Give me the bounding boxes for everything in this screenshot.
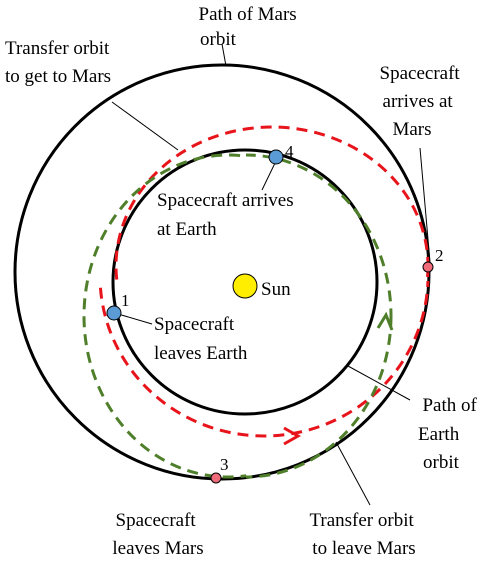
label-transfer-leave-mars: Transfer orbit to leave Mars xyxy=(309,510,418,559)
label-sun: Sun xyxy=(261,279,291,300)
red-arrowhead xyxy=(283,426,302,446)
label-mars-path: Path of Mars orbit xyxy=(199,4,302,50)
label-arrives-earth: Spacecraft arrives at Earth xyxy=(157,190,298,240)
point-label-4: 4 xyxy=(285,142,294,161)
label-leaves-earth: Spacecraft leaves Earth xyxy=(154,314,248,364)
earth-marker-point-4 xyxy=(268,149,284,165)
green-arrowhead xyxy=(376,311,394,331)
leader-arrives-mars xyxy=(419,147,431,263)
point-label-2: 2 xyxy=(435,246,444,265)
point-label-1: 1 xyxy=(121,291,130,310)
mars-marker-point-3 xyxy=(210,472,222,484)
leader-mars-path xyxy=(221,43,227,67)
label-transfer-to-mars: Transfer orbit to get to Mars xyxy=(5,38,114,87)
transfer-orbit-leave-mars xyxy=(82,153,394,479)
leader-arrives-earth xyxy=(261,160,277,191)
leader-leaves-earth xyxy=(117,313,153,325)
leader-transfer-leave-mars xyxy=(335,441,371,506)
sun-icon xyxy=(232,273,258,299)
mars-marker-point-2 xyxy=(422,261,434,273)
earth-orbit-path xyxy=(111,148,379,416)
point-label-3: 3 xyxy=(220,455,229,474)
leader-transfer-to-mars xyxy=(111,101,179,151)
earth-marker-point-1 xyxy=(106,305,122,321)
leader-earth-path xyxy=(347,365,411,401)
label-leaves-mars: Spacecraft leaves Mars xyxy=(112,510,203,559)
label-earth-path: Path of Earth orbit xyxy=(418,395,482,473)
leader-lines xyxy=(111,43,431,506)
mars-orbit-path xyxy=(13,63,431,481)
label-arrives-mars: Spacecraft arrives at Mars xyxy=(380,63,465,140)
